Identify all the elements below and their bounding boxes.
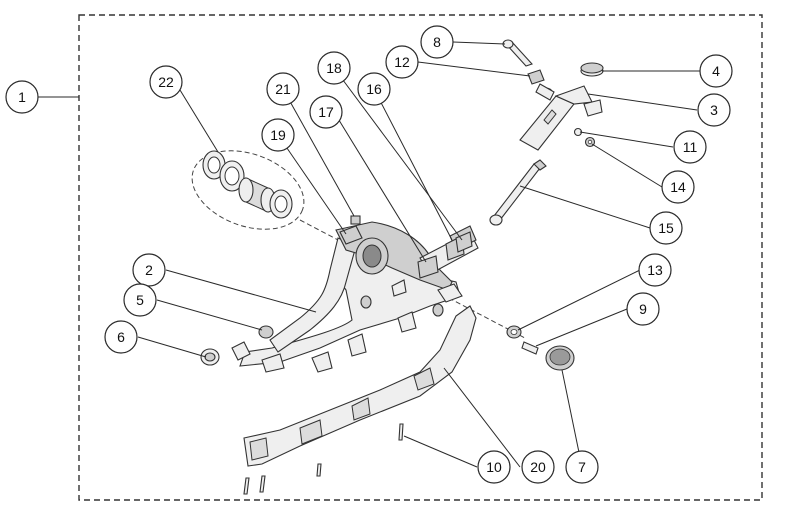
clamp-block-part: [339, 225, 363, 245]
callout-21: 21: [266, 72, 300, 106]
svg-text:20: 20: [530, 459, 546, 475]
callout-6: 6: [104, 320, 138, 354]
svg-text:18: 18: [326, 60, 342, 76]
svg-text:1: 1: [18, 89, 26, 105]
svg-text:13: 13: [647, 262, 663, 278]
lower-shell-part: [243, 305, 477, 467]
callout-19: 19: [261, 118, 295, 152]
callout-17: 17: [309, 95, 343, 129]
callout-9: 9: [626, 292, 660, 326]
callout-2: 2: [132, 253, 166, 287]
svg-text:10: 10: [486, 459, 502, 475]
washer-13-part: [506, 325, 522, 339]
svg-text:12: 12: [394, 54, 410, 70]
svg-text:4: 4: [712, 63, 720, 79]
upper-tube-part: [519, 83, 603, 151]
svg-text:7: 7: [578, 459, 586, 475]
svg-text:6: 6: [117, 329, 125, 345]
svg-text:19: 19: [270, 127, 286, 143]
callout-8: 8: [420, 25, 454, 59]
bearing-set-part: [191, 150, 305, 230]
callout-15: 15: [649, 211, 683, 245]
callout-4: 4: [699, 54, 733, 88]
svg-text:3: 3: [710, 102, 718, 118]
svg-text:21: 21: [275, 81, 291, 97]
callout-13: 13: [638, 253, 672, 287]
svg-text:11: 11: [683, 139, 698, 155]
washer-6-part: [200, 348, 220, 366]
nut-5-part: [258, 325, 274, 339]
small-nut-part: [350, 215, 361, 225]
cap-part: [580, 62, 604, 77]
callout-18: 18: [317, 51, 351, 85]
callout-3: 3: [697, 93, 731, 127]
callout-5: 5: [123, 283, 157, 317]
bolt-9-part: [521, 341, 539, 355]
cap-7-part: [545, 345, 575, 371]
bolt-8-part: [502, 39, 533, 67]
svg-text:9: 9: [639, 301, 647, 317]
svg-text:15: 15: [658, 220, 674, 236]
callout-22: 22: [149, 65, 183, 99]
leader-lines: [38, 41, 700, 468]
callout-11: 11: [673, 130, 707, 164]
callout-10: 10: [477, 450, 511, 484]
svg-text:16: 16: [366, 81, 382, 97]
svg-text:2: 2: [145, 262, 153, 278]
callout-12: 12: [385, 45, 419, 79]
svg-text:5: 5: [136, 292, 144, 308]
callout-14: 14: [661, 170, 695, 204]
label-plates-part: [417, 231, 473, 279]
svg-text:8: 8: [433, 34, 441, 50]
svg-text:17: 17: [318, 104, 334, 120]
svg-text:14: 14: [670, 179, 686, 195]
callout-7: 7: [565, 450, 599, 484]
callout-1: 1: [5, 80, 39, 114]
long-bolt-part: [489, 159, 547, 226]
assembly-frame: [78, 14, 763, 501]
spacer-12-part: [527, 69, 545, 85]
screws-part: [243, 423, 404, 495]
svg-text:22: 22: [158, 74, 174, 90]
callout-16: 16: [357, 72, 391, 106]
callout-20: 20: [521, 450, 555, 484]
